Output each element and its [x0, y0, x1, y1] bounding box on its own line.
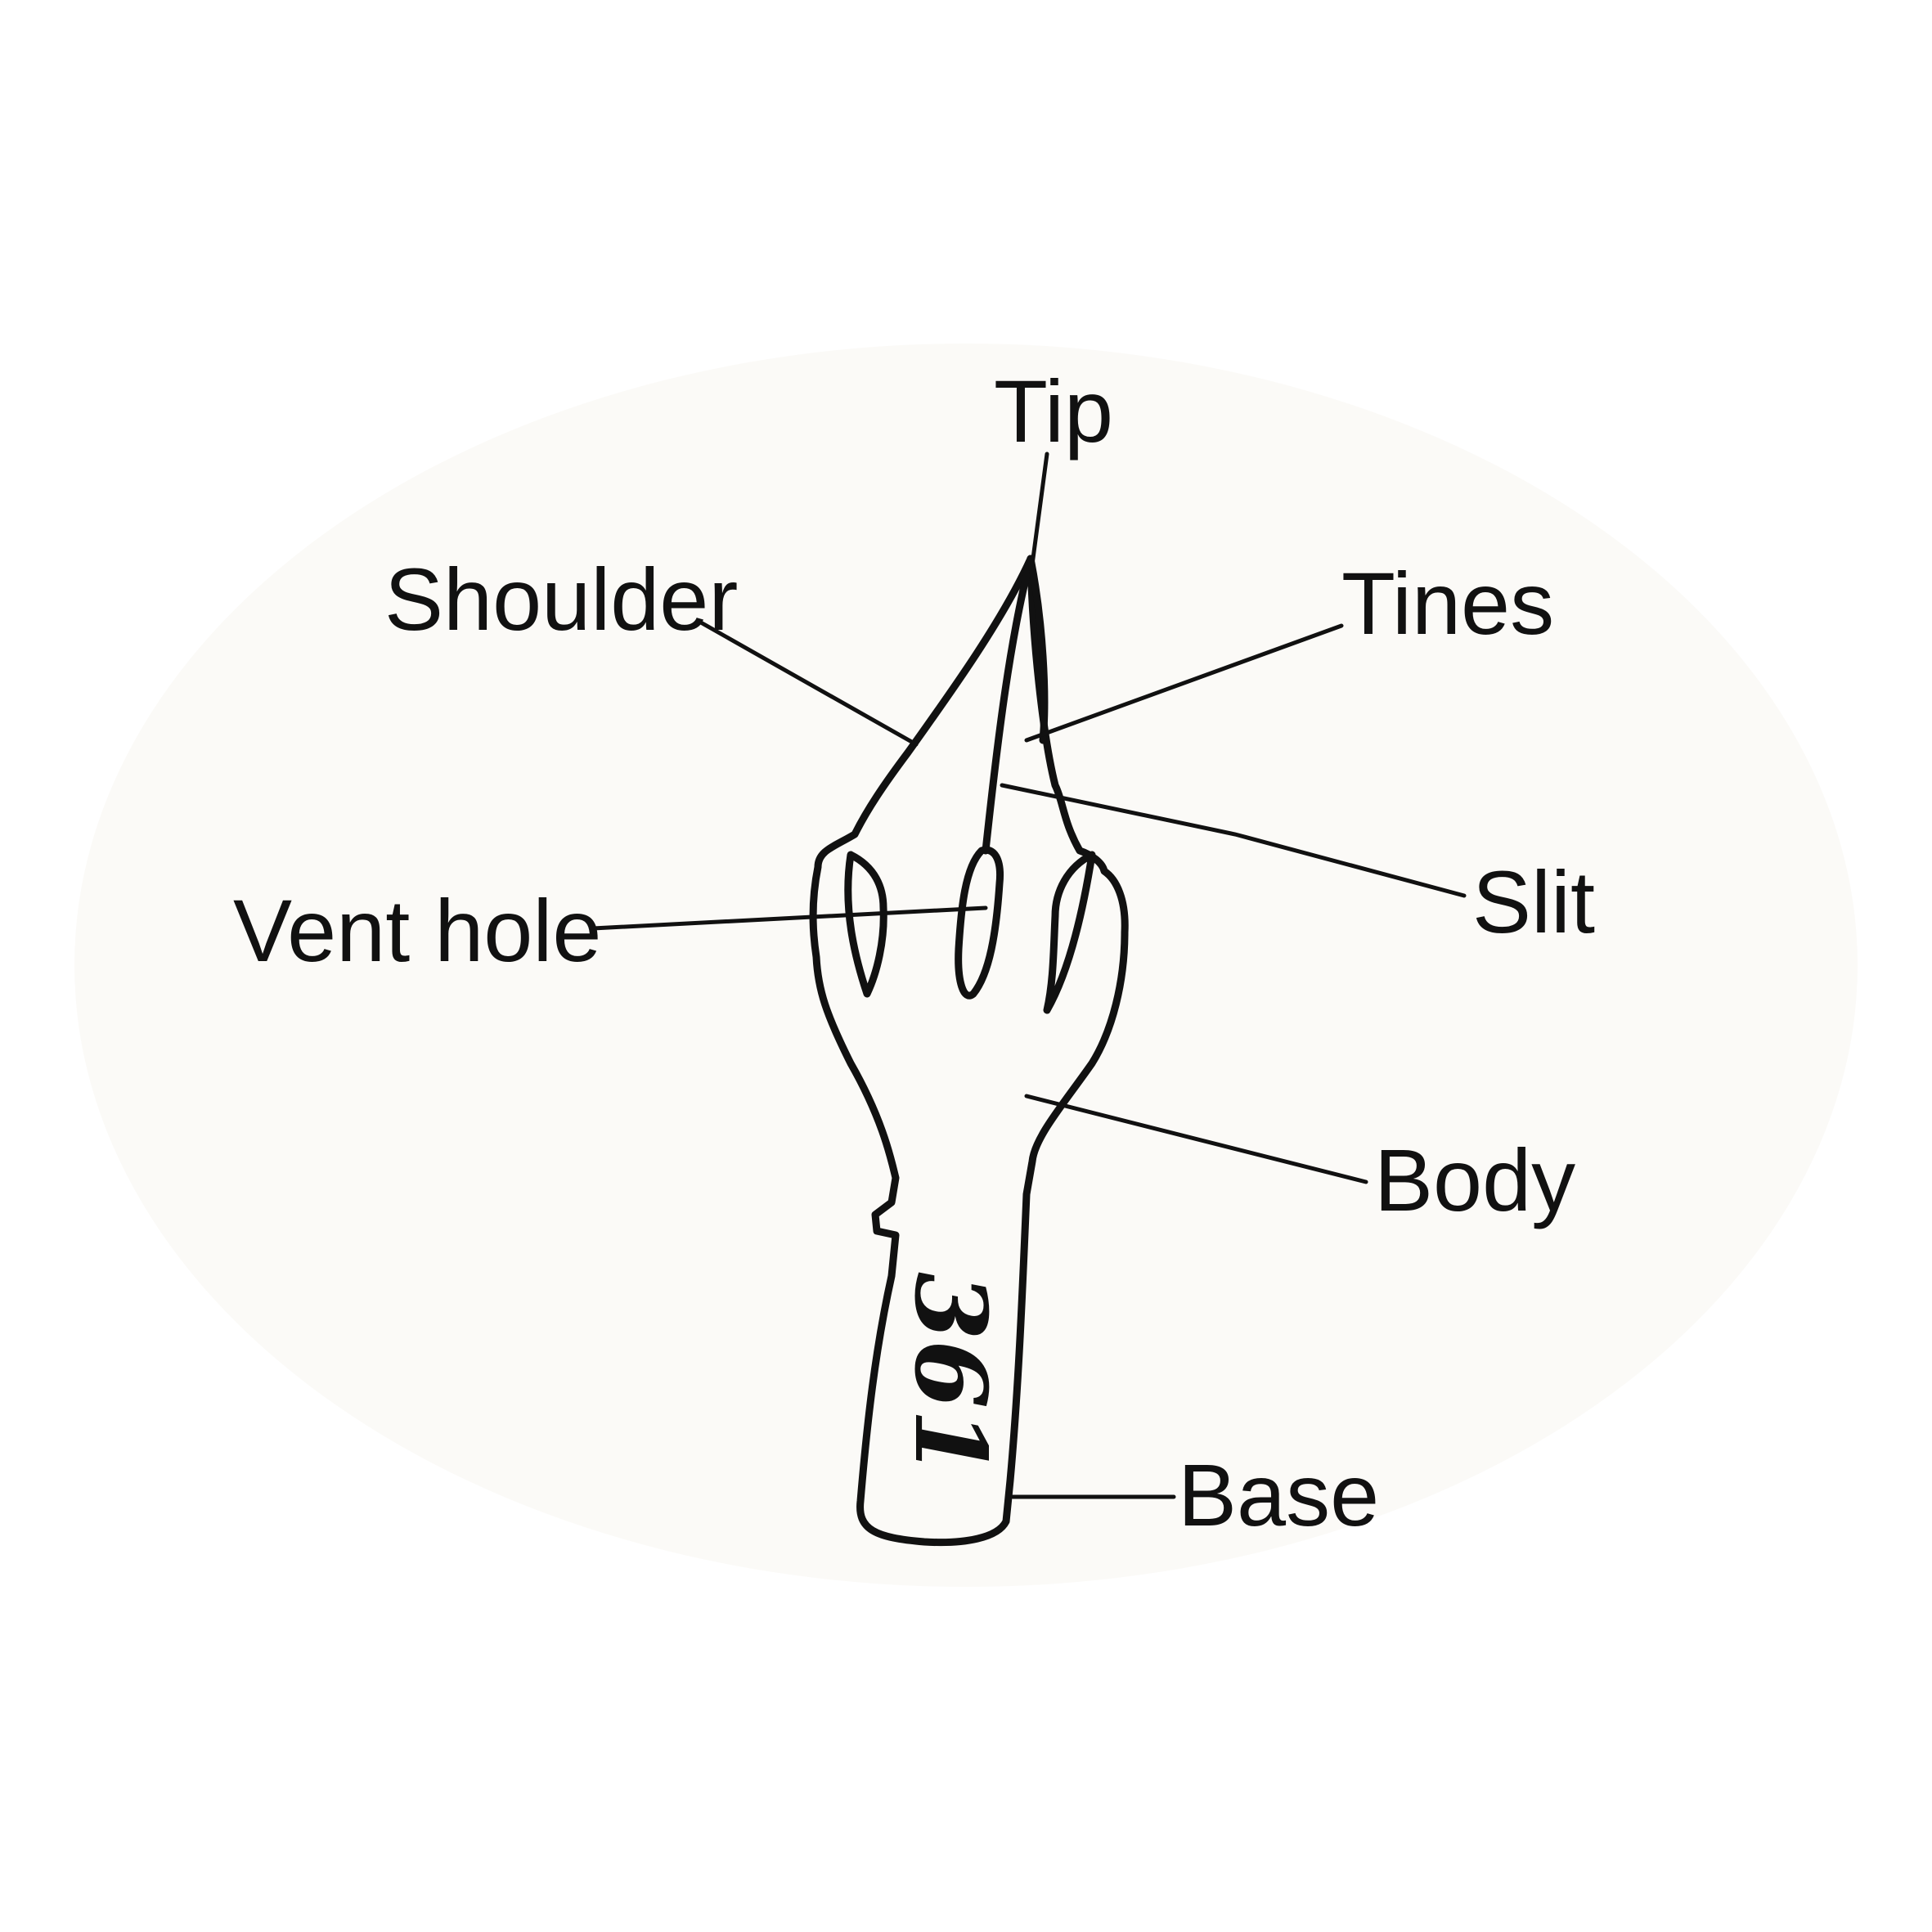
left-shoulder-cutout	[844, 851, 887, 998]
shoulder-leader-line	[697, 619, 919, 747]
label-tip: Tip	[994, 362, 1113, 461]
right-shoulder-cutout	[1043, 851, 1096, 1014]
nib-engraving: 361	[892, 1272, 1008, 1477]
vent-hole-leader-line	[591, 905, 988, 931]
paper-vignette	[74, 344, 1858, 1587]
label-tines: Tines	[1341, 554, 1554, 653]
label-base: Base	[1178, 1445, 1379, 1544]
tines-leader-line	[1024, 623, 1344, 743]
nib-outer-outline	[809, 555, 1129, 1547]
pen-nib: 361	[809, 555, 1129, 1547]
nib-slit-line	[982, 555, 1035, 855]
nib-tine-inner-line	[1027, 555, 1049, 744]
slit-leader-line	[1000, 783, 1467, 898]
vent-hole-outline	[955, 846, 1004, 1000]
label-body: Body	[1374, 1130, 1575, 1229]
tip-leader-line	[1030, 452, 1049, 567]
body-leader-line	[1024, 1094, 1368, 1184]
label-shoulder: Shoulder	[384, 550, 738, 649]
label-slit: Slit	[1472, 852, 1595, 951]
label-vent-hole: Vent hole	[233, 881, 601, 980]
